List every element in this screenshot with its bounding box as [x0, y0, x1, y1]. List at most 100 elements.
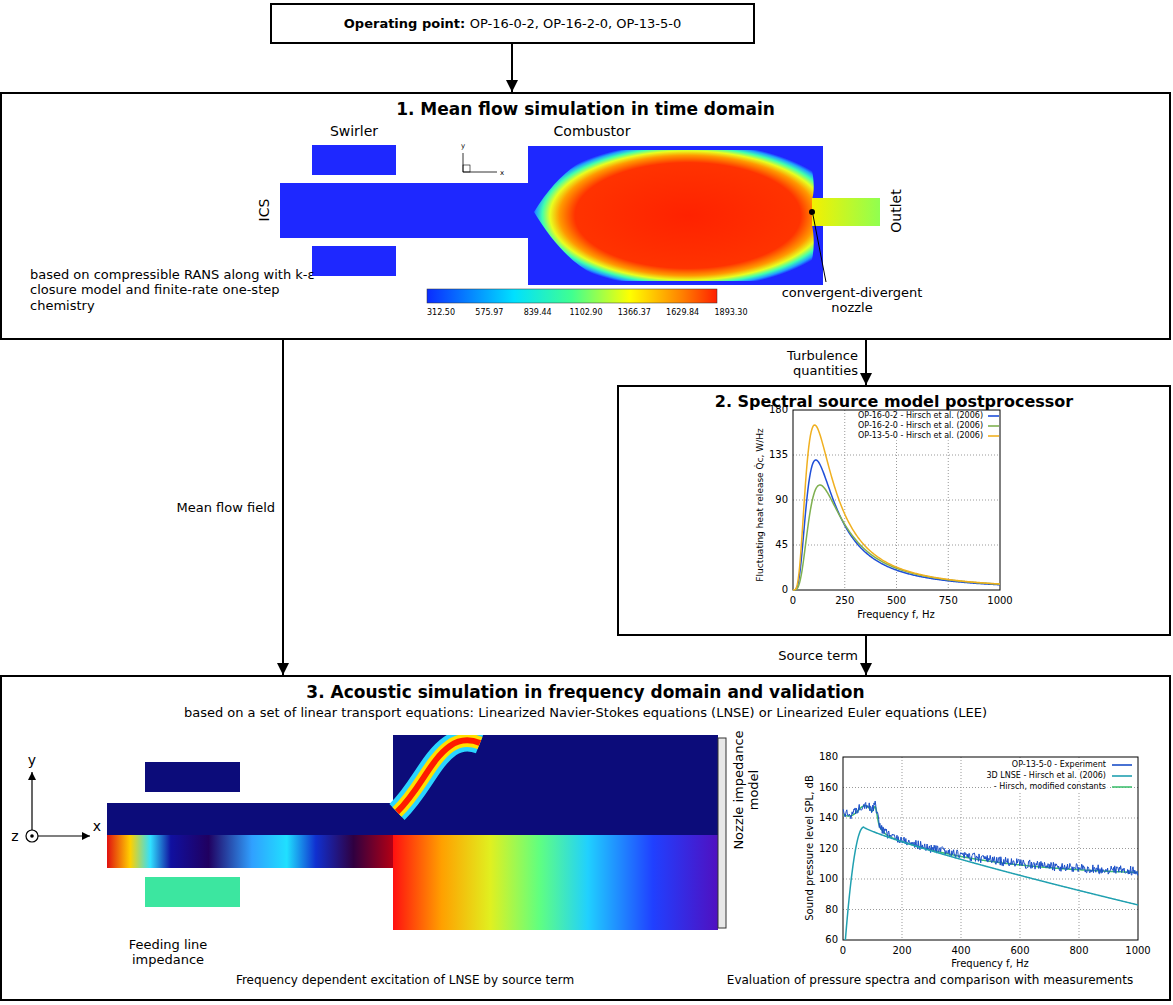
axis-tick: 60	[825, 934, 838, 946]
method-note: based on compressible RANS along with k-…	[30, 267, 330, 313]
part-name: Swirler	[330, 123, 378, 140]
legend-line	[1112, 764, 1132, 766]
axis-tick: 120	[819, 843, 838, 855]
chart-grid	[793, 410, 1000, 590]
swirler-vane	[312, 246, 396, 276]
axis-tick: 90	[775, 494, 788, 506]
axis-tick: 100	[819, 873, 838, 885]
axis-tick: 1000	[1125, 945, 1150, 957]
legend-text: - Hirsch, modified constants	[992, 782, 1108, 791]
axis-line	[31, 772, 32, 836]
nozzle-dot	[809, 209, 815, 215]
plume-trim	[393, 728, 718, 735]
callout-text: convergent-divergent nozzle	[770, 285, 935, 316]
grid-line	[843, 909, 1138, 910]
axis-title: Frequency f, Hz	[857, 609, 935, 621]
panel-caption: Frequency dependent excitation of LNSE b…	[236, 973, 574, 987]
stage-title: 3. Acoustic simulation in frequency doma…	[2, 677, 1169, 702]
stage-subtitle: OP-16-0-2, OP-16-2-0, OP-13-5-0	[470, 16, 681, 32]
flow-arrow	[865, 636, 867, 675]
flow-arrow	[511, 44, 513, 92]
swirler-vane	[145, 762, 240, 792]
grid-line	[793, 500, 1000, 501]
axis-tick: 0	[782, 584, 788, 596]
combustor-chamber	[528, 146, 823, 285]
pressure-field-combustor	[393, 835, 718, 930]
axis-title: Fluctuating heat release Q̇c, W/Hz	[755, 428, 766, 581]
flow-arrow	[865, 340, 867, 385]
legend-text: 3D LNSE - Hirsch et al. (2006)	[985, 771, 1108, 780]
colorbar-tick: 1893.30	[714, 308, 747, 317]
legend-line	[988, 415, 999, 417]
outlet-duct	[812, 198, 880, 226]
axis-tick: 250	[835, 595, 854, 607]
inlet-pipe	[280, 183, 530, 238]
axis-tick: 500	[887, 595, 906, 607]
axis-tick: 800	[1069, 945, 1088, 957]
legend-text: OP-16-2-0 - Hirsch et al. (2006)	[856, 421, 985, 430]
grid-line	[902, 757, 903, 940]
axis-name: y	[461, 142, 465, 150]
legend-text: OP-13-5-0 - Experiment	[1010, 760, 1108, 769]
plot-frame	[793, 410, 1000, 590]
grid-line	[843, 818, 1138, 819]
chart-grid	[843, 757, 1138, 940]
spectrum-curve	[793, 425, 1000, 590]
legend-text: OP-13-5-0 - Hirsch et al. (2006)	[856, 431, 985, 440]
colorbar-tick: 1629.84	[666, 308, 699, 317]
axis-tick: 0	[840, 945, 846, 957]
axis-origin	[463, 165, 470, 172]
flame-plume	[397, 740, 480, 812]
axis-name: z	[11, 828, 18, 845]
flame-plume	[397, 740, 480, 812]
colorbar-tick: 1366.37	[618, 308, 651, 317]
axis-name: x	[500, 169, 504, 177]
pressure-field-pipe	[107, 835, 397, 868]
edge-label: Source term	[778, 648, 858, 663]
part-name: Combustor	[554, 123, 631, 140]
axis-tick: 750	[939, 595, 958, 607]
axis-tick: 180	[769, 404, 788, 416]
legend-lines	[988, 416, 1132, 787]
axis-name: x	[93, 818, 101, 835]
spectrum-curve	[793, 485, 1000, 590]
legend-line	[1112, 786, 1132, 788]
colorbar-tick: 575.97	[475, 308, 503, 317]
spectrum-curve	[845, 827, 1138, 940]
boundary-name: ICS	[256, 199, 273, 222]
boundary-name: Nozzle impedance model	[731, 723, 762, 858]
axis-tick: 180	[819, 751, 838, 763]
colorbar-tick: 1102.90	[569, 308, 602, 317]
axis-title: Sound pressure level SPL, dB	[804, 775, 816, 921]
grid-line	[793, 545, 1000, 546]
measured-spectrum	[843, 801, 1137, 875]
axis-tick: 400	[951, 945, 970, 957]
colorbar-tick: 312.50	[427, 308, 455, 317]
axis-name: y	[28, 752, 36, 769]
axis-tick: 200	[892, 945, 911, 957]
legend-text: OP-16-0-2 - Hirsch et al. (2006)	[856, 411, 985, 420]
grid-line	[843, 848, 1138, 849]
combustor-chamber	[393, 735, 718, 835]
inlet-pipe	[107, 803, 397, 835]
spectrum-curve	[843, 806, 1137, 873]
axis-tick: 80	[825, 904, 838, 916]
nozzle-impedance-plate	[718, 738, 726, 928]
plot-frame	[843, 757, 1138, 940]
stage-title: 2. Spectral source model postprocessor	[619, 387, 1169, 411]
input-box: Operating point:OP-16-0-2, OP-16-2-0, OP…	[270, 3, 755, 44]
legend-line	[1112, 775, 1132, 777]
boundary-name: Outlet	[888, 189, 905, 232]
axis-line	[32, 835, 90, 836]
flame-region	[534, 150, 814, 281]
stage-subtitle: based on a set of linear transport equat…	[2, 702, 1169, 721]
boundary-name: Feeding line impedance	[113, 937, 223, 968]
spectrum-curve	[793, 460, 1000, 590]
edge-label: Mean flow field	[176, 500, 275, 515]
leader-line	[813, 215, 826, 282]
axis-tick: 0	[790, 595, 796, 607]
feeding-line	[145, 877, 240, 907]
grid-line	[843, 879, 1138, 880]
